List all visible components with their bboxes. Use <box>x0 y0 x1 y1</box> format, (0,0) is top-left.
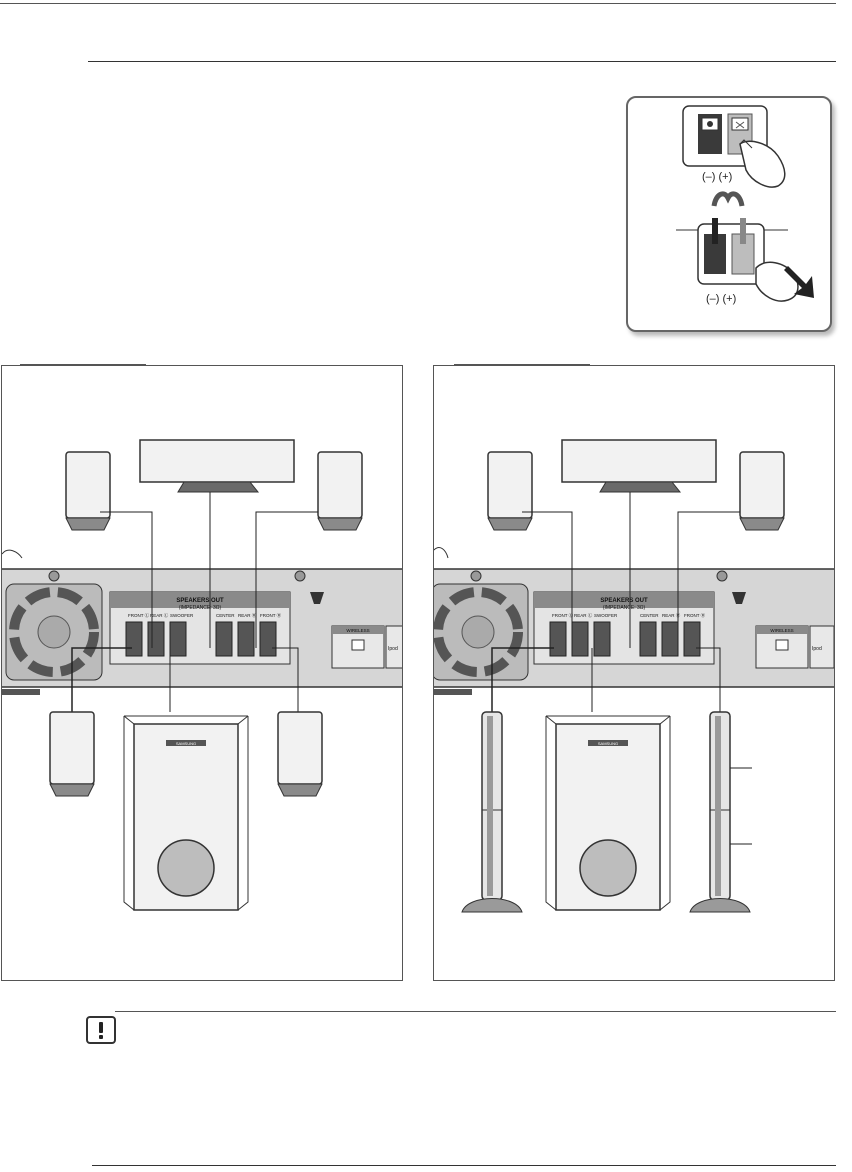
terminal-group-right <box>549 621 701 657</box>
top-rule <box>0 3 836 4</box>
terminal-label-front-r: FRONT Ⓡ <box>260 612 282 619</box>
terminal-detail-inset: (–) (+) (–) (+) <box>626 96 832 332</box>
wireless-label-right: WIRELESS <box>770 628 793 633</box>
terminal-label-rear-l: REAR Ⓛ <box>150 612 169 619</box>
terminal-label-rear-r-right: REAR Ⓡ <box>662 612 681 619</box>
connection-diagram-left: SPEAKERS OUT (IMPEDANCE: 3Ω) FRONT Ⓛ REA… <box>1 365 403 981</box>
polarity-label-top: (–) (+) <box>702 171 732 183</box>
panel-tab-left <box>20 364 146 366</box>
terminal-detail-illustration: (–) (+) (–) (+) <box>676 105 814 305</box>
note-rule <box>115 1011 836 1012</box>
exclamation-icon <box>86 1016 116 1044</box>
polarity-label-bottom: (–) (+) <box>706 293 736 305</box>
connection-diagram-right: SPEAKERS OUT (IMPEDANCE: 3Ω) FRONT Ⓛ REA… <box>433 365 835 981</box>
wireless-label: WIRELESS <box>346 628 369 633</box>
speakers-out-title: SPEAKERS OUT <box>176 598 224 604</box>
terminal-label-front-l-right: FRONT Ⓛ <box>552 612 574 619</box>
terminal-label-center-right: CENTER <box>640 613 659 618</box>
terminal-label-swoofer: SWOOFER <box>170 613 194 618</box>
terminal-label-rear-r: REAR Ⓡ <box>238 612 257 619</box>
ipod-label-right: Ipod <box>812 646 822 652</box>
terminal-label-rear-l-right: REAR Ⓛ <box>574 612 593 619</box>
right-connection-illustration: SPEAKERS OUT (IMPEDANCE: 3Ω) FRONT Ⓛ REA… <box>434 439 834 913</box>
ipod-label: Ipod <box>388 646 398 652</box>
subwoofer-brand-left: SAMSUNG <box>176 741 196 746</box>
terminal-label-front-l: FRONT Ⓛ <box>128 612 150 619</box>
subwoofer-brand-right: SAMSUNG <box>598 741 618 746</box>
impedance-label: (IMPEDANCE: 3Ω) <box>179 605 222 611</box>
terminal-label-swoofer-right: SWOOFER <box>594 613 618 618</box>
header-rule <box>88 61 836 62</box>
terminal-label-front-r-right: FRONT Ⓡ <box>684 612 706 619</box>
terminal-label-center: CENTER <box>216 613 235 618</box>
panel-tab-right <box>454 364 590 366</box>
footer-rule <box>92 1165 836 1166</box>
impedance-label-right: (IMPEDANCE: 3Ω) <box>603 605 646 611</box>
speakers-out-title-right: SPEAKERS OUT <box>600 598 648 604</box>
left-connection-illustration: SPEAKERS OUT (IMPEDANCE: 3Ω) FRONT Ⓛ REA… <box>2 439 402 911</box>
